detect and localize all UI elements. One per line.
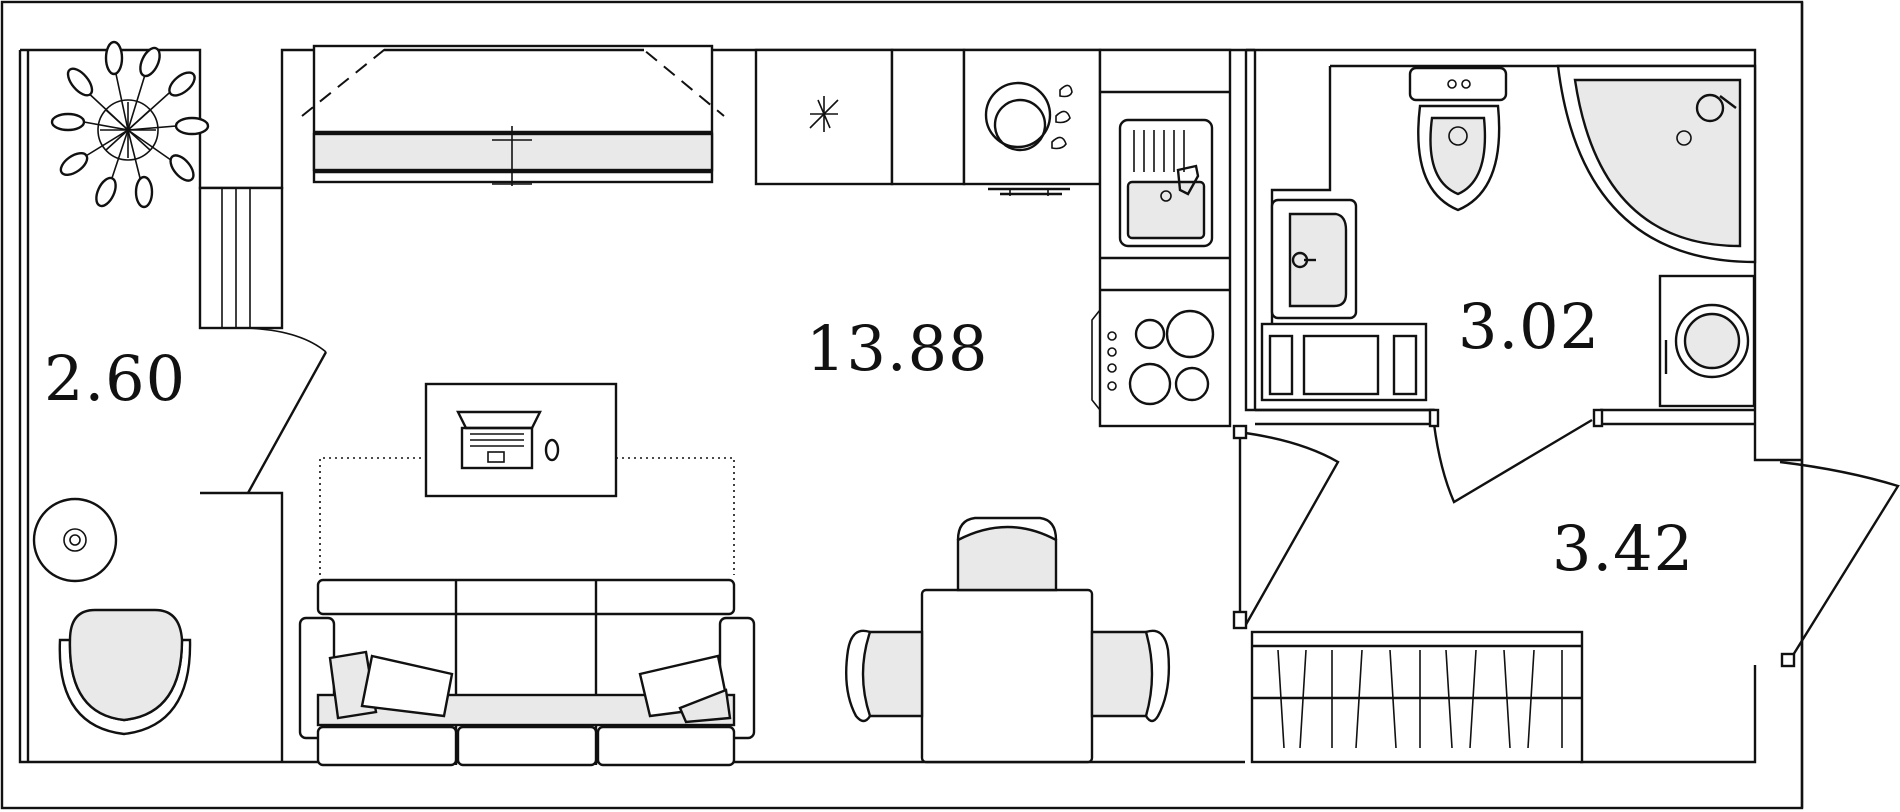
heater-icon (1260, 322, 1428, 402)
wardrobe (301, 44, 725, 186)
living-room-area: 13.88 (806, 312, 989, 385)
balcony-area: 2.60 (44, 342, 186, 415)
balcony-door (246, 351, 328, 494)
kitchen-right-counter (1091, 48, 1232, 428)
washbasin-icon (1270, 198, 1358, 320)
bathroom-door (1432, 418, 1593, 504)
armchair-icon (58, 608, 192, 736)
rug (319, 457, 735, 575)
sofa (298, 578, 756, 767)
laptop-icon (456, 410, 560, 470)
entrance-door (1779, 460, 1900, 661)
cushion-left-2 (360, 654, 454, 718)
shower-icon (1556, 64, 1757, 264)
living-room-door (1237, 430, 1340, 629)
living-room: 13.88 (298, 44, 1232, 767)
snowflake-icon (809, 96, 839, 132)
hallway-area: 3.42 (1552, 512, 1694, 585)
chair-right (1090, 629, 1171, 723)
chair-top (956, 516, 1058, 592)
dining-table (845, 516, 1171, 764)
plant-icon (50, 40, 210, 209)
stove-icon (1091, 309, 1215, 411)
balcony-door-frame (198, 186, 284, 330)
sink-icon (1118, 118, 1214, 248)
washing-machine-icon (1658, 274, 1756, 408)
desk (424, 382, 618, 498)
chair-left (845, 629, 924, 723)
balcony-room: 2.60 (26, 40, 328, 762)
side-table-icon (32, 497, 118, 583)
hallway-wardrobe (1250, 630, 1584, 764)
toilet-icon (1408, 66, 1508, 212)
bathroom: 3.02 (1244, 48, 1757, 504)
bathroom-area: 3.02 (1458, 290, 1600, 363)
hallway: 3.42 (1232, 424, 1900, 764)
kitchen-counter (754, 48, 1102, 196)
dishes-icon (984, 81, 1073, 152)
